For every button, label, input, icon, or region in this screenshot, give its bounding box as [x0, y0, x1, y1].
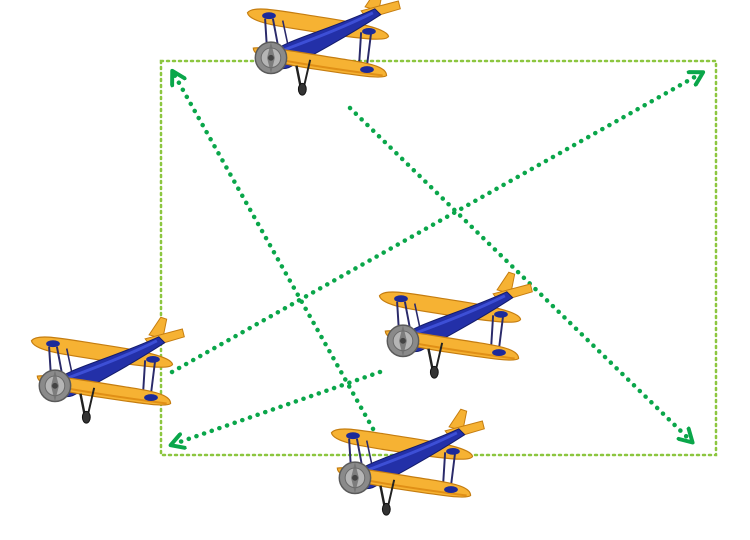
biplane-icon: [329, 407, 486, 517]
boundary-rectangle: [159, 59, 718, 457]
biplane-icon: [377, 270, 534, 380]
path-arrow-top-to-bottom-right: [347, 105, 690, 440]
path-arrow-bottom-to-top-left: [174, 74, 380, 439]
biplane-icon: [245, 0, 402, 97]
